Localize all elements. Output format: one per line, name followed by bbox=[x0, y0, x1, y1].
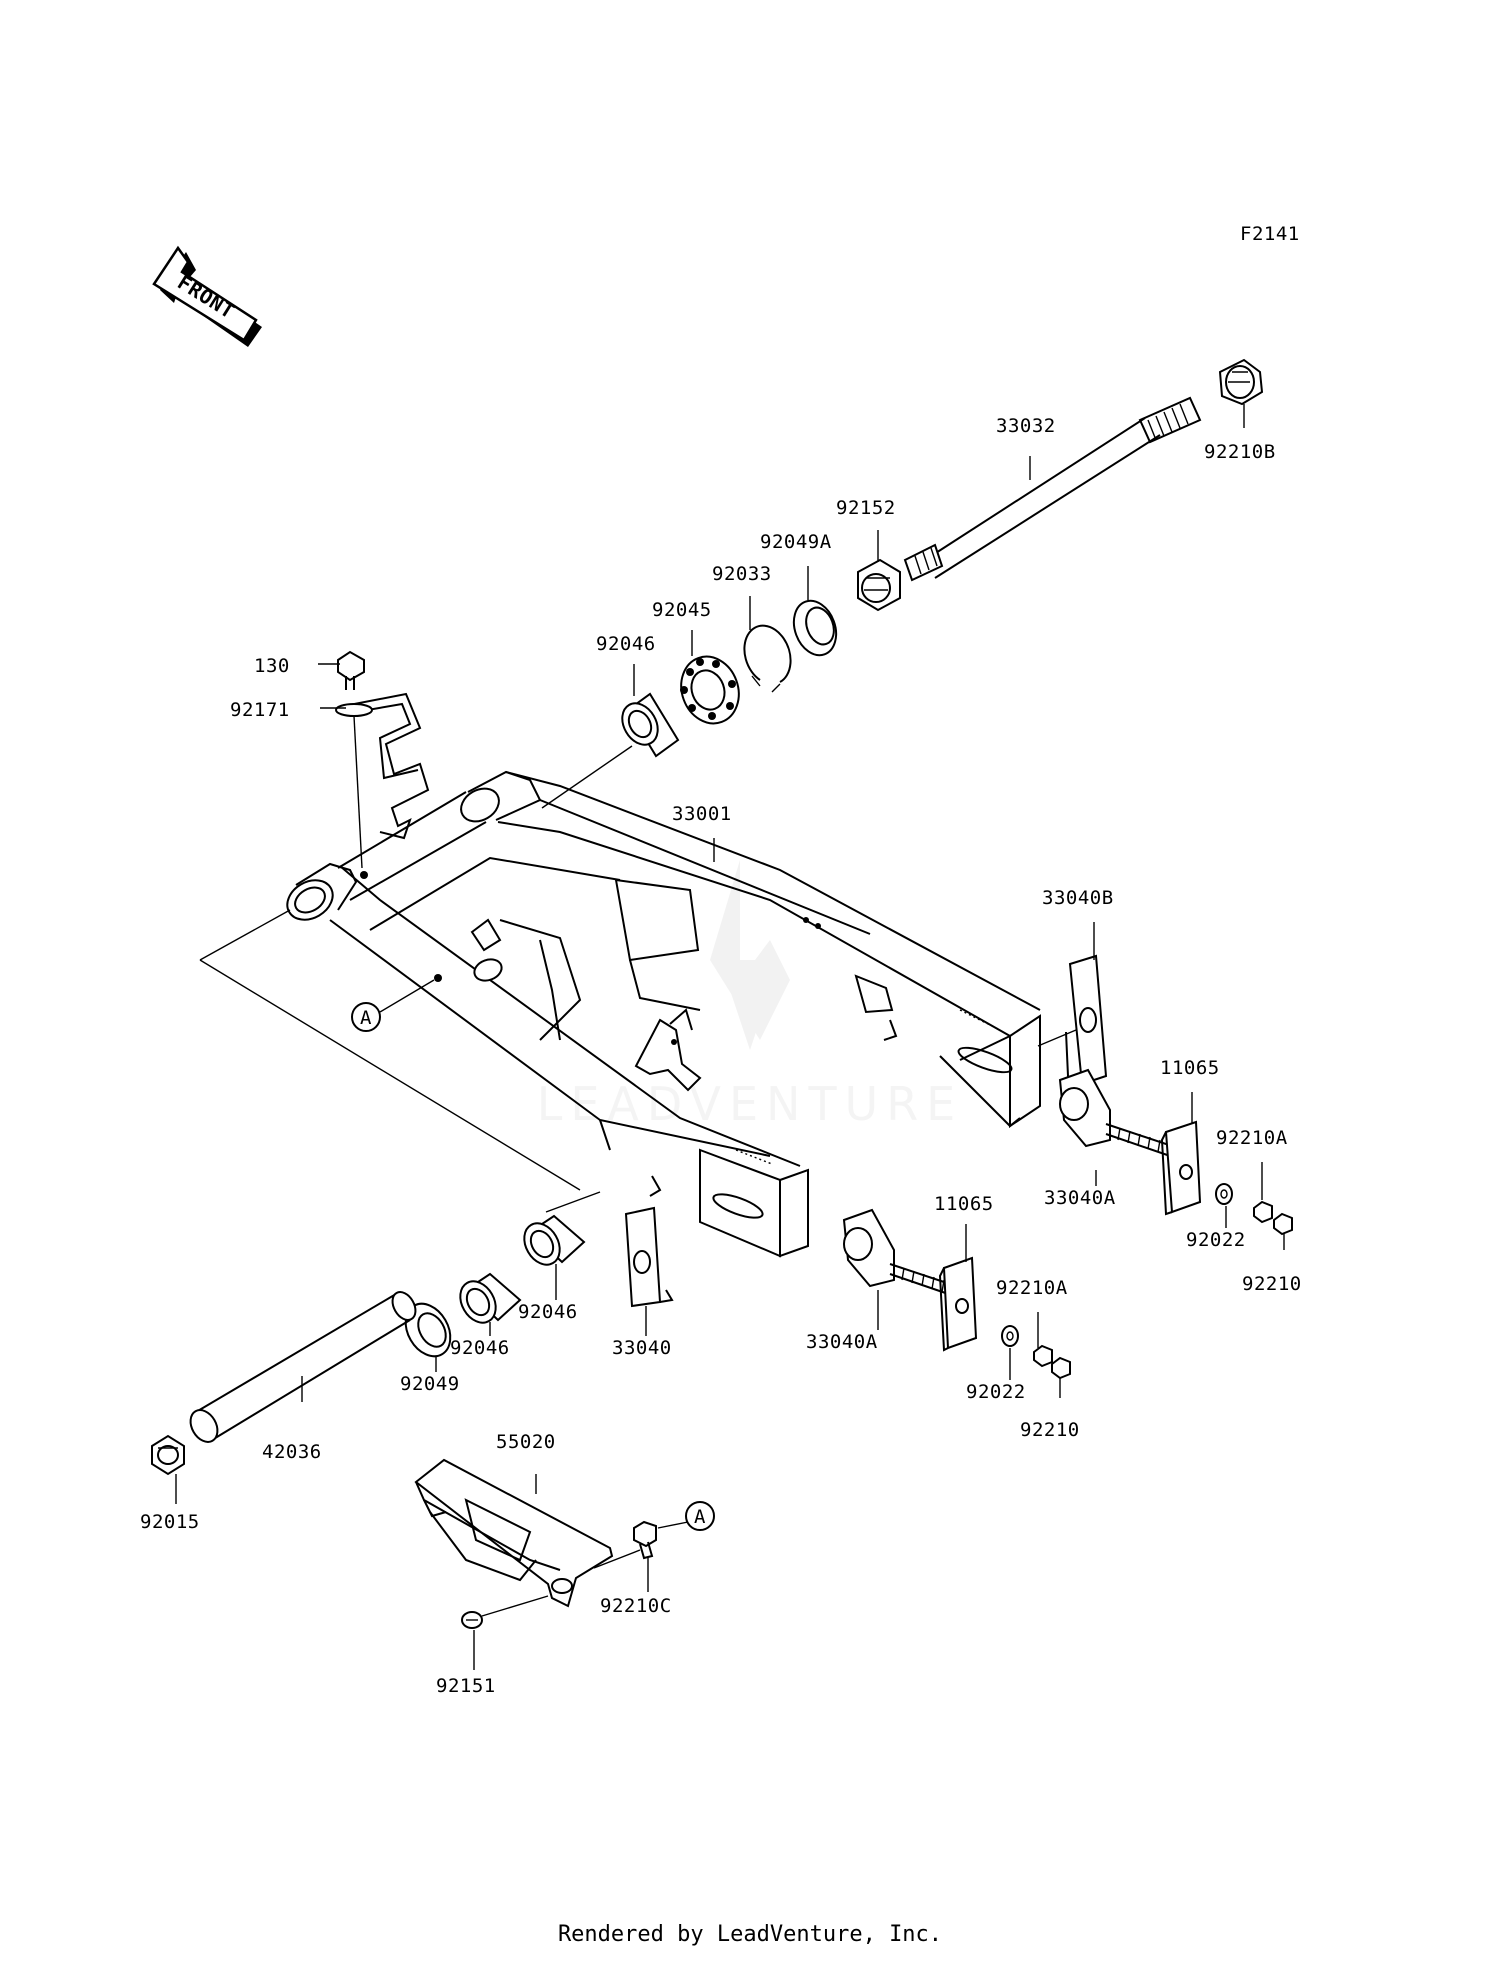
callout-92033: 92033 bbox=[712, 563, 772, 585]
needle-bearing-92046-a bbox=[523, 1214, 586, 1266]
callout-33040b: 33040B bbox=[1042, 887, 1114, 909]
chain-guard-55020 bbox=[414, 1458, 614, 1608]
leader-ref-a-upper bbox=[379, 979, 435, 1013]
callout-92046-a: 92046 bbox=[518, 1301, 578, 1323]
callout-130: 130 bbox=[254, 655, 290, 677]
callout-92022-middle: 92022 bbox=[966, 1381, 1026, 1403]
leader-92210c-guard bbox=[593, 1549, 641, 1569]
callout-33040: 33040 bbox=[612, 1337, 672, 1359]
ref-marker-a-lower: A bbox=[685, 1501, 715, 1531]
nut-92210-middle bbox=[1051, 1356, 1071, 1380]
ref-marker-a-upper: A bbox=[351, 1002, 381, 1032]
screw-92151 bbox=[461, 1611, 483, 1629]
nut-92210a-middle bbox=[1033, 1344, 1053, 1368]
callout-92151: 92151 bbox=[436, 1675, 496, 1697]
callout-92022-right: 92022 bbox=[1186, 1229, 1246, 1251]
nut-92015 bbox=[151, 1434, 185, 1476]
callout-labels: 92210B 33032 92152 92049A 92033 92045 92… bbox=[140, 415, 1302, 1697]
callout-55020: 55020 bbox=[496, 1431, 556, 1453]
callout-92045: 92045 bbox=[652, 599, 712, 621]
leader-92210c-ref bbox=[657, 1521, 689, 1529]
callout-92210a-middle: 92210A bbox=[996, 1277, 1068, 1299]
callout-leaders bbox=[175, 404, 1285, 1670]
needle-bearing-92046-top bbox=[621, 692, 680, 758]
callout-92152: 92152 bbox=[836, 497, 896, 519]
callout-92015: 92015 bbox=[140, 1511, 200, 1533]
callout-92210a-right: 92210A bbox=[1216, 1127, 1288, 1149]
watermark: LEADVENTURE bbox=[537, 860, 955, 1131]
callout-42036: 42036 bbox=[262, 1441, 322, 1463]
callout-11065-middle: 11065 bbox=[934, 1193, 994, 1215]
callout-92049: 92049 bbox=[400, 1373, 460, 1395]
block-11065-right bbox=[1160, 1120, 1202, 1216]
callout-33032: 33032 bbox=[996, 415, 1056, 437]
callout-92049a: 92049A bbox=[760, 531, 832, 553]
collar-92049a bbox=[792, 599, 838, 657]
leader-92151-guard bbox=[481, 1595, 549, 1617]
bearing-92045 bbox=[680, 655, 740, 725]
leader-33040b bbox=[1037, 1029, 1077, 1047]
front-arrow-icon: FRONT bbox=[152, 245, 262, 347]
leader-axis-left bbox=[199, 909, 291, 961]
washer-92022-middle bbox=[1001, 1325, 1019, 1347]
callout-92046-top: 92046 bbox=[596, 633, 656, 655]
callout-33040a-right: 33040A bbox=[1044, 1187, 1116, 1209]
callout-92171: 92171 bbox=[230, 699, 290, 721]
nut-92210b bbox=[1218, 358, 1264, 406]
screw-92210c bbox=[633, 1520, 657, 1560]
callout-92210b: 92210B bbox=[1204, 441, 1276, 463]
nut-92152 bbox=[857, 558, 901, 612]
needle-bearing-92046-b bbox=[459, 1272, 522, 1324]
washer-92022-right bbox=[1215, 1183, 1233, 1205]
callout-33001: 33001 bbox=[672, 803, 732, 825]
sleeve-42036 bbox=[189, 1291, 417, 1443]
pivot-shaft-33032 bbox=[903, 396, 1202, 582]
bracket-33040 bbox=[624, 1206, 674, 1308]
leader-axis-mid bbox=[545, 1191, 601, 1213]
callout-33040a-middle: 33040A bbox=[806, 1331, 878, 1353]
footer-credit: Rendered by LeadVenture, Inc. bbox=[557, 1922, 943, 1947]
ref-marker-a-lower-label: A bbox=[694, 1506, 706, 1528]
block-11065-middle bbox=[938, 1256, 978, 1352]
bolt-130 bbox=[337, 650, 365, 690]
hose-clamp-92171 bbox=[335, 692, 430, 840]
circlip-92033 bbox=[743, 624, 792, 693]
chain-adjuster-33040a-right bbox=[1058, 1068, 1179, 1159]
callout-92046-b: 92046 bbox=[450, 1337, 510, 1359]
figure-code: F2141 bbox=[1240, 223, 1300, 245]
chain-adjuster-33040a-middle bbox=[842, 1208, 963, 1299]
leader-shaft-axis bbox=[541, 745, 633, 809]
bracket-33040b bbox=[1065, 954, 1108, 1086]
swing-arm-33001 bbox=[286, 770, 1041, 1258]
callout-92210-right: 92210 bbox=[1242, 1273, 1302, 1295]
nut-92210-right bbox=[1273, 1212, 1293, 1236]
leader-axis-lower bbox=[199, 959, 581, 1191]
leader-92171-down bbox=[353, 715, 363, 869]
callout-11065-right: 11065 bbox=[1160, 1057, 1220, 1079]
callout-92210-middle: 92210 bbox=[1020, 1419, 1080, 1441]
callout-92210c: 92210C bbox=[600, 1595, 672, 1617]
ref-marker-a-upper-label: A bbox=[360, 1007, 372, 1029]
nut-92210a-right bbox=[1253, 1200, 1273, 1224]
